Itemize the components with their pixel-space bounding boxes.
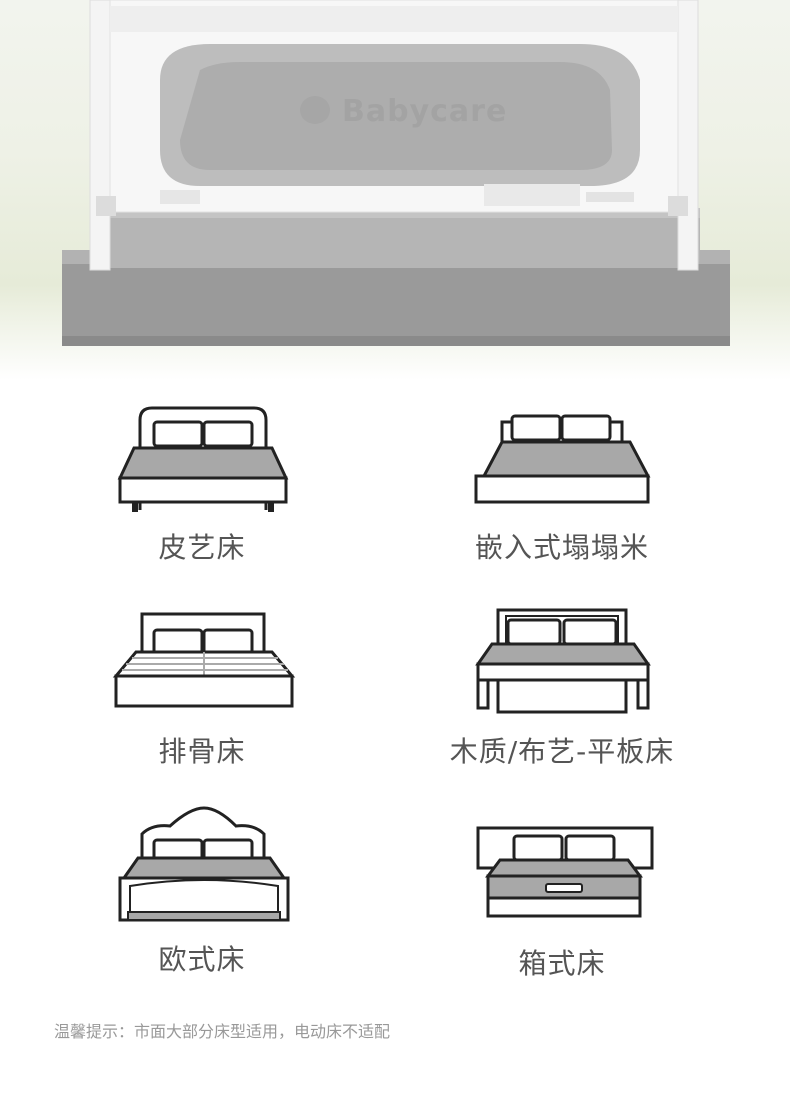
slatted-bed-icon	[112, 612, 296, 708]
bed-type-label: 欧式床	[158, 943, 246, 976]
bed-rail-illustration	[62, 0, 730, 346]
bed-type-slatted: 排骨床	[52, 606, 352, 768]
bed-type-tatami: 嵌入式塌塌米	[412, 400, 712, 564]
compatibility-tip: 温馨提示：市面大部分床型适用，电动床不适配	[54, 1022, 391, 1041]
bed-type-platform: 木质/布艺-平板床	[412, 606, 712, 768]
upholstered-bed-icon	[117, 406, 289, 512]
brand-logo: Babycare	[342, 94, 508, 129]
european-bed-icon	[118, 806, 290, 922]
product-photo: Babycare	[0, 0, 790, 380]
bed-type-label: 箱式床	[518, 947, 606, 980]
bed-type-label: 皮艺床	[158, 531, 246, 564]
tatami-bed-icon	[474, 414, 651, 504]
bed-type-storage-box: 箱式床	[412, 820, 712, 980]
brand-logo-mark	[300, 96, 330, 124]
bed-type-european: 欧式床	[52, 804, 352, 976]
bed-type-label: 嵌入式塌塌米	[474, 531, 649, 564]
bed-type-label: 排骨床	[158, 735, 246, 768]
storage-box-bed-icon	[476, 826, 654, 918]
platform-bed-icon	[475, 608, 651, 714]
bed-type-label: 木质/布艺-平板床	[449, 735, 675, 768]
bed-type-upholstered: 皮艺床	[52, 400, 352, 564]
